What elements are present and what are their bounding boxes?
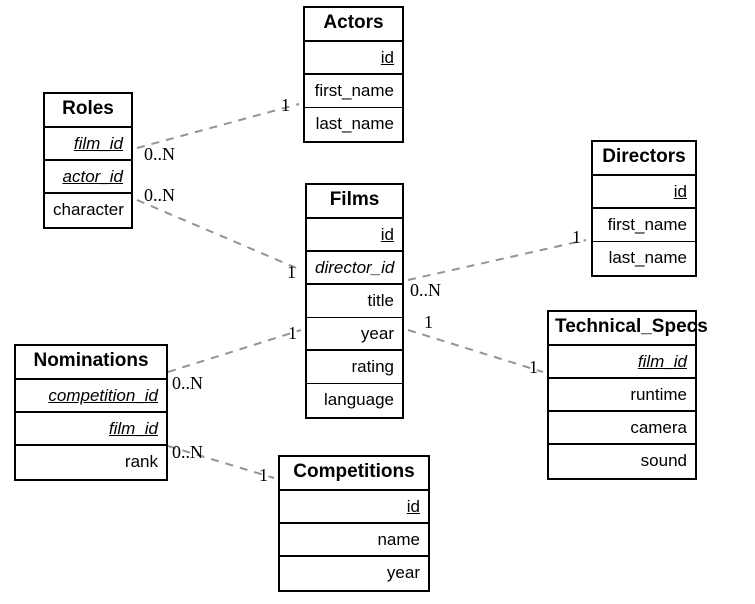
entity-nominations[interactable]: Nominations competition_id film_id rank — [14, 344, 168, 481]
entity-actors-attr-first-name: first_name — [305, 75, 402, 108]
cardinality-films-technical-specs-to: 1 — [529, 357, 538, 377]
cardinality-nominations-competitions-from: 0..N — [172, 442, 203, 462]
entity-films-attr-title: title — [307, 285, 402, 318]
entity-nominations-title: Nominations — [16, 346, 166, 380]
entity-films-attr-director-id: director_id — [307, 252, 402, 285]
cardinality-roles-films-from: 0..N — [144, 185, 175, 205]
cardinality-nominations-films-to: 1 — [288, 323, 297, 343]
entity-films[interactable]: Films id director_id title year rating l… — [305, 183, 404, 419]
entity-technical-specs-attr-camera: camera — [549, 412, 695, 445]
cardinality-films-directors-to: 1 — [572, 227, 581, 247]
entity-technical-specs[interactable]: Technical_Specs film_id runtime camera s… — [547, 310, 708, 480]
entity-roles-attr-character: character — [45, 194, 131, 227]
cardinality-nominations-films-from: 0..N — [172, 373, 203, 393]
entity-directors-title: Directors — [593, 142, 695, 176]
entity-roles-attr-film-id: film_id — [45, 128, 131, 161]
cardinality-films-technical-specs-from: 1 — [424, 312, 433, 332]
cardinality-roles-actors-to: 1 — [281, 95, 290, 115]
entity-competitions-title: Competitions — [280, 457, 428, 491]
entity-competitions[interactable]: Competitions id name year — [278, 455, 430, 592]
entity-technical-specs-attr-runtime: runtime — [549, 379, 695, 412]
edge-nominations-films — [167, 329, 302, 373]
entity-films-attr-language: language — [307, 384, 402, 417]
entity-films-title: Films — [307, 185, 402, 219]
edge-films-directors — [407, 239, 587, 281]
cardinality-roles-films-to: 1 — [287, 262, 296, 282]
entity-roles-title: Roles — [45, 94, 131, 128]
entity-technical-specs-attr-sound: sound — [549, 445, 695, 478]
entity-actors[interactable]: Actors id first_name last_name — [303, 6, 404, 143]
entity-roles-attr-actor-id: actor_id — [45, 161, 131, 194]
entity-actors-attr-id: id — [305, 42, 402, 75]
cardinality-films-directors-from: 0..N — [410, 280, 441, 300]
cardinality-roles-actors-from: 0..N — [144, 144, 175, 164]
entity-actors-attr-last-name: last_name — [305, 108, 402, 141]
edge-roles-actors — [136, 103, 300, 149]
entity-directors-attr-last-name: last_name — [593, 242, 695, 275]
entity-competitions-attr-year: year — [280, 557, 428, 590]
entity-films-attr-year: year — [307, 318, 402, 351]
entity-nominations-attr-competition-id: competition_id — [16, 380, 166, 413]
cardinality-nominations-competitions-to: 1 — [259, 465, 268, 485]
edge-roles-films — [136, 199, 302, 271]
entity-actors-title: Actors — [305, 8, 402, 42]
entity-directors-attr-id: id — [593, 176, 695, 209]
entity-competitions-attr-id: id — [280, 491, 428, 524]
entity-competitions-attr-name: name — [280, 524, 428, 557]
entity-films-attr-rating: rating — [307, 351, 402, 384]
edge-films-technical-specs — [407, 329, 544, 373]
entity-directors[interactable]: Directors id first_name last_name — [591, 140, 697, 277]
entity-roles[interactable]: Roles film_id actor_id character — [43, 92, 133, 229]
entity-films-attr-id: id — [307, 219, 402, 252]
entity-nominations-attr-film-id: film_id — [16, 413, 166, 446]
entity-technical-specs-attr-film-id: film_id — [549, 346, 695, 379]
entity-nominations-attr-rank: rank — [16, 446, 166, 479]
entity-directors-attr-first-name: first_name — [593, 209, 695, 242]
entity-technical-specs-title: Technical_Specs — [549, 312, 708, 346]
